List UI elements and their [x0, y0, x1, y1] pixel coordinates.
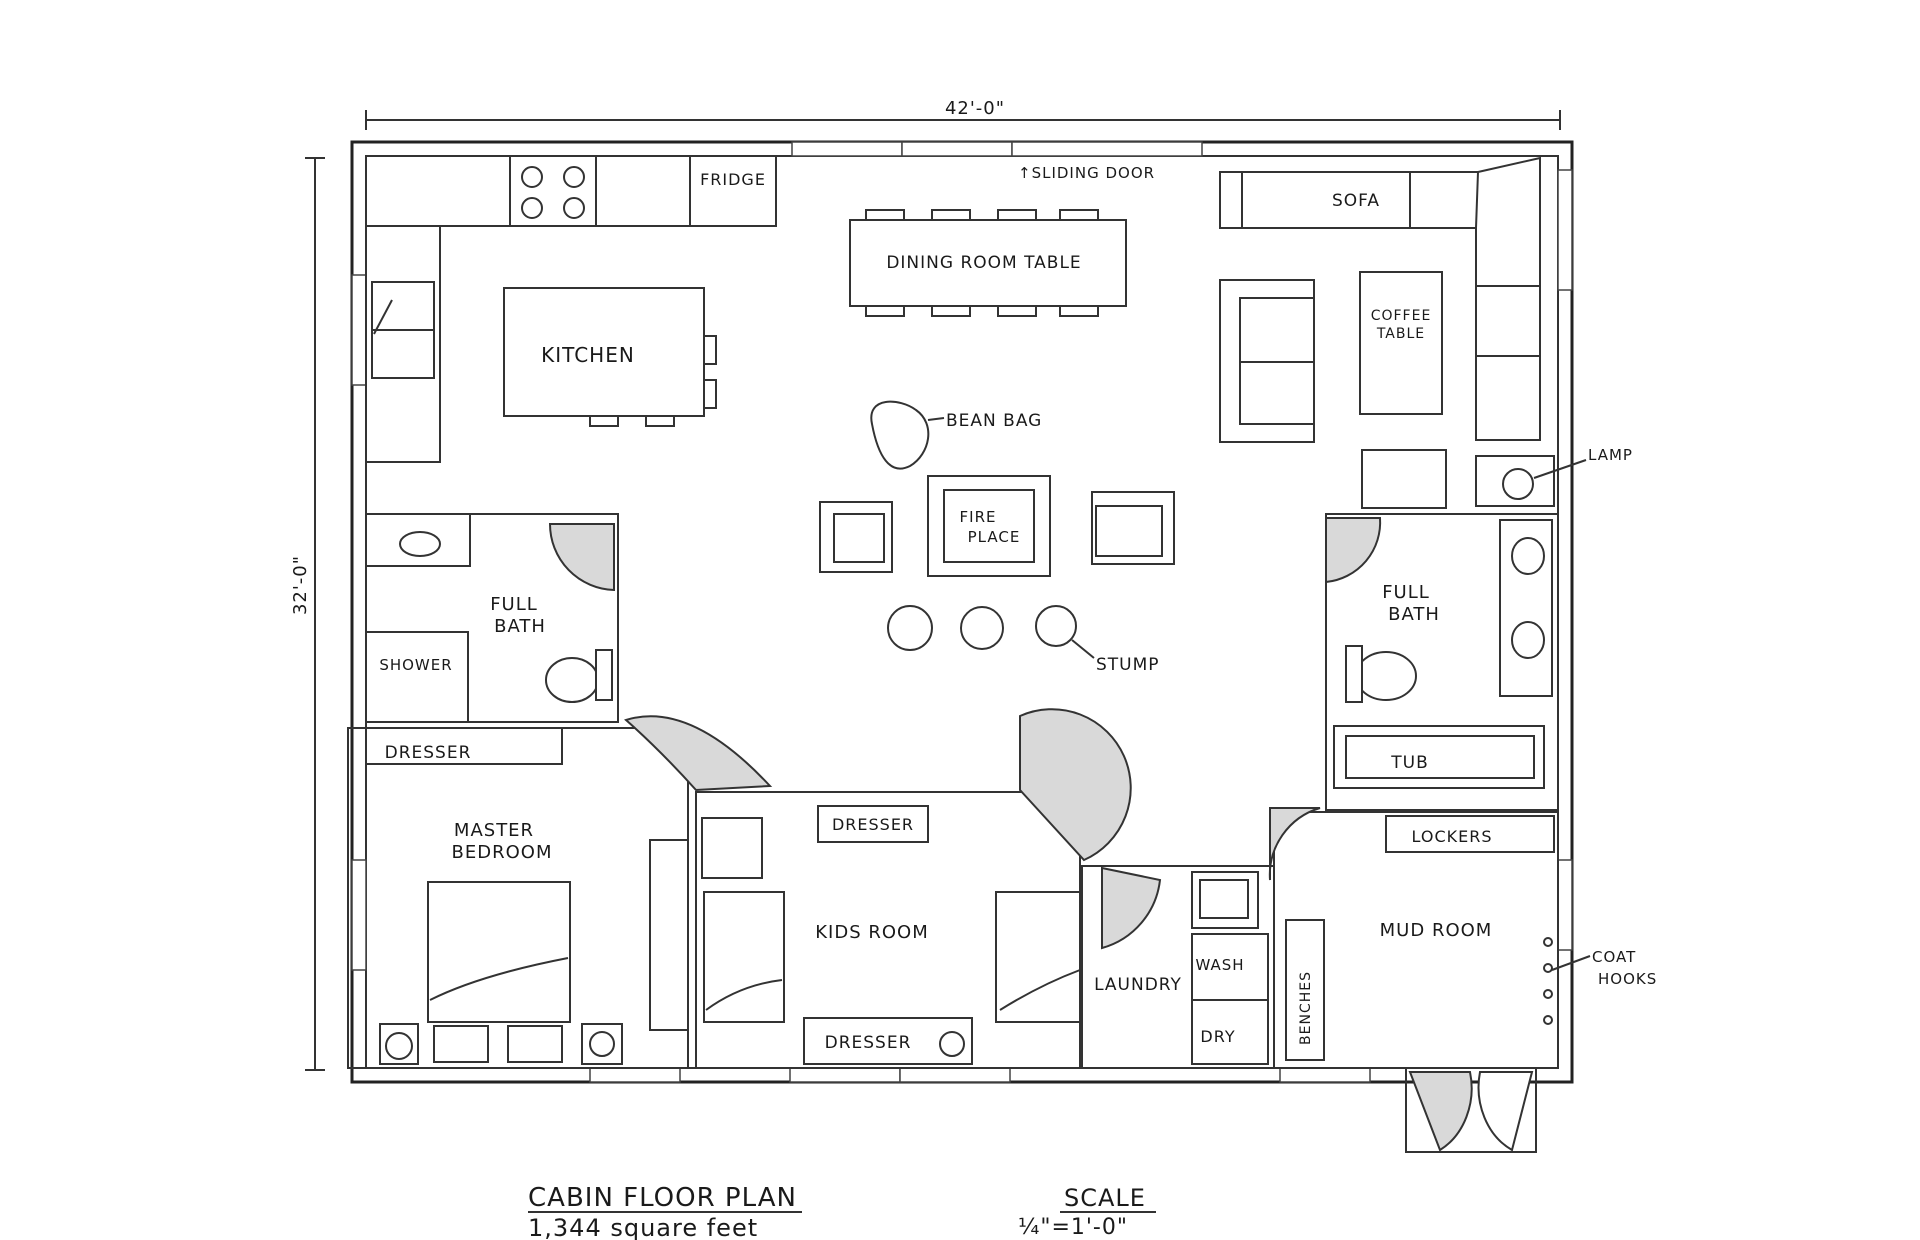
- laundry-room: [1081, 865, 1275, 1069]
- fridge-label: FRIDGE: [700, 170, 766, 189]
- bean-bag-label: BEAN BAG: [946, 411, 1042, 431]
- lamp-label: LAMP: [1588, 446, 1633, 464]
- lamp-table: [1361, 449, 1587, 509]
- master-bedroom: [347, 715, 773, 1069]
- wash-label: WASH: [1195, 956, 1244, 974]
- coffee-table-label-1: COFFEE: [1371, 308, 1432, 324]
- stumps: [887, 605, 1095, 659]
- coat-hooks-label-1: COAT: [1592, 948, 1636, 966]
- fireplace-label-2: PLACE: [968, 528, 1021, 546]
- depth-dimension-label: 32'-0": [290, 555, 311, 615]
- kids-top-dresser-label: DRESSER: [832, 815, 914, 834]
- shower-label: SHOWER: [379, 656, 452, 674]
- chairs: [819, 491, 1175, 573]
- sliding-door-label: ↑SLIDING DOOR: [1018, 164, 1155, 182]
- laundry-label: LAUNDRY: [1094, 975, 1182, 995]
- coffee-table: [1359, 271, 1443, 415]
- sofa: [1219, 156, 1541, 441]
- scale-heading: SCALE: [1064, 1184, 1146, 1212]
- right-bathroom: [1325, 513, 1559, 811]
- right-bath-label-2: BATH: [1388, 604, 1440, 625]
- depth-dimension: [305, 157, 325, 1071]
- left-bath-label-2: BATH: [494, 616, 546, 637]
- tub-label: TUB: [1390, 753, 1429, 773]
- scale-value: ¼"=1'-0": [1018, 1215, 1128, 1240]
- windows: [351, 141, 1573, 1083]
- plan-area: 1,344 square feet: [528, 1214, 758, 1240]
- width-dimension: [365, 110, 1561, 130]
- width-dimension-label: 42'-0": [945, 98, 1005, 119]
- left-bath-label-1: FULL: [490, 594, 538, 615]
- kids-room-label: KIDS ROOM: [815, 922, 929, 943]
- left-bathroom: [365, 513, 619, 723]
- fireplace-label-1: FIRE: [960, 508, 997, 526]
- fireplace: [927, 475, 1051, 577]
- kitchen-counters: [365, 155, 777, 463]
- entry-doors: [1405, 1067, 1537, 1153]
- kids-room: [695, 708, 1132, 1069]
- coat-hooks-label-2: HOOKS: [1598, 970, 1657, 988]
- coffee-table-label-2: TABLE: [1376, 326, 1425, 342]
- dry-label: DRY: [1200, 1027, 1235, 1046]
- dining-table-label: DINING ROOM TABLE: [886, 253, 1081, 273]
- master-bedroom-label-1: MASTER: [454, 820, 534, 841]
- kids-bottom-dresser-label: DRESSER: [825, 1033, 912, 1053]
- master-dresser-label: DRESSER: [385, 743, 472, 763]
- plan-title: CABIN FLOOR PLAN: [528, 1183, 797, 1213]
- sofa-label: SOFA: [1332, 191, 1380, 211]
- stump-label: STUMP: [1096, 655, 1160, 675]
- mud-room-label: MUD ROOM: [1380, 920, 1493, 941]
- lockers-label: LOCKERS: [1412, 827, 1493, 846]
- armchair-left: [1219, 279, 1315, 443]
- dining-table: [849, 209, 1127, 317]
- kitchen-label: KITCHEN: [541, 343, 635, 367]
- master-bedroom-label-2: BEDROOM: [452, 842, 553, 863]
- right-bath-label-1: FULL: [1382, 582, 1430, 603]
- bean-bag: [870, 400, 945, 470]
- benches-label: BENCHES: [1298, 971, 1314, 1045]
- kitchen-island: [503, 287, 717, 427]
